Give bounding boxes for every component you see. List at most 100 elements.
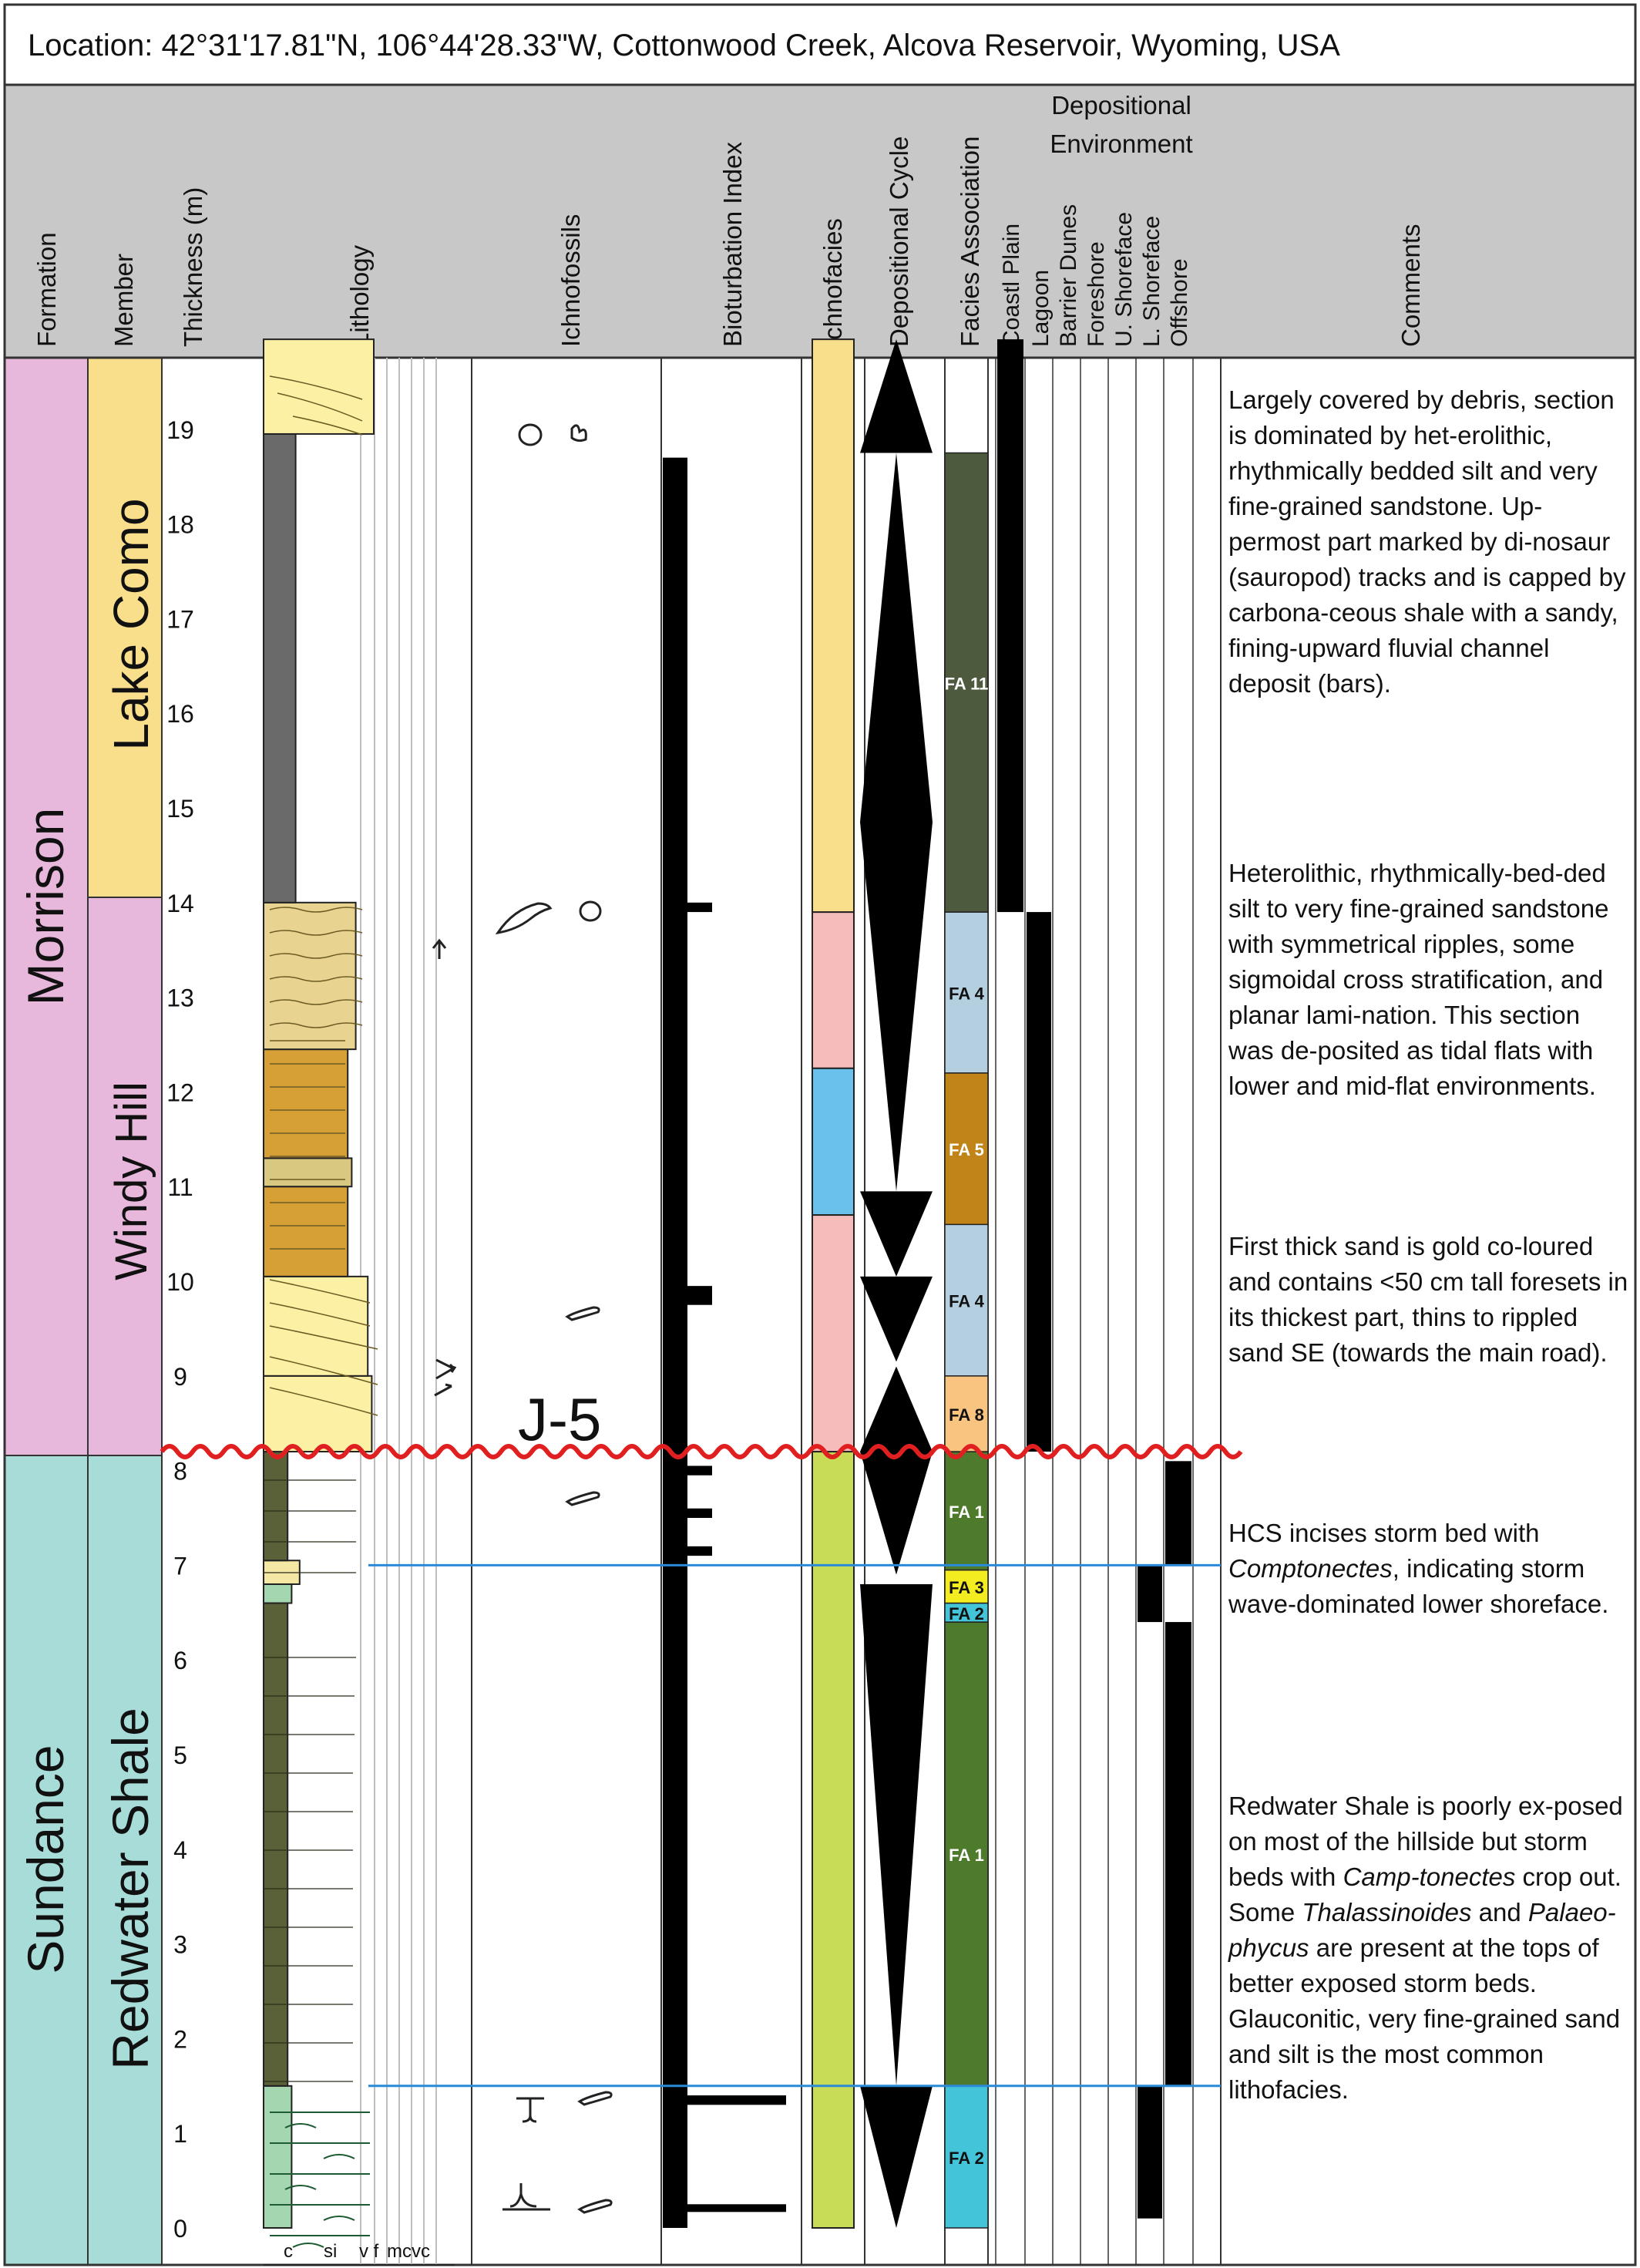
environment-bar [1027,912,1051,1452]
facies-label: FA 4 [949,1292,984,1311]
ichnofacies-segment [812,911,855,1069]
facies-segment [944,1451,989,1571]
grain-c: c [284,2241,293,2262]
burrow-icon [495,900,602,935]
location-bar: Location: 42°31'17.81"N, 106°44'28.33"W,… [3,3,1637,86]
lithology-bed [263,1186,349,1277]
bioturbation-bar [663,1286,712,1305]
cycle-triangle [860,2085,933,2228]
facies-segment [944,1621,989,2087]
lithology-bed [263,2085,293,2229]
ichnofacies-segment [812,1214,855,1453]
cycle-triangle [860,1583,933,2086]
grain-si: si [324,2241,337,2262]
depositional-cycle-column [860,339,933,2228]
environment-header: Offshore [1167,258,1192,347]
glauconitic-beds [270,2112,370,2248]
facies-segment [944,911,989,1074]
header-bioturbation: Bioturbation Index [718,141,747,347]
environment-header: Foreshore [1084,241,1109,347]
member-column: Lake Como Windy Hill Redwater Shale [87,357,163,2266]
grain-size-grid [360,358,437,2265]
lithology-bed [263,1602,289,2087]
lithology-bed [263,901,357,1051]
comment-text: Redwater Shale is poorly ex-posed on mos… [1228,1792,1623,2104]
facies-segment [944,1375,989,1452]
environment-bar [1165,1622,1191,2086]
environment-header: L. Shoreface [1139,216,1164,347]
header-environment-2: Environment [1050,130,1192,158]
ichnofacies-segment [812,1451,855,2229]
facies-label: FA 4 [949,984,984,1003]
thickness-tick-label: 10 [166,1268,194,1296]
cycle-triangle [860,1452,933,1575]
grain-mcvc: mcvc [387,2241,430,2262]
comment-text: First thick sand is gold co-loured and c… [1228,1232,1628,1367]
thickness-tick-label: 18 [166,511,194,539]
member-windy-hill-label: Windy Hill [106,1082,156,1280]
facies-segment [944,452,989,913]
header-formation: Formation [32,232,61,347]
bioturbation-column [663,457,786,2228]
depositional-environment-column [995,339,1194,2265]
facies-label: FA 2 [949,2149,984,2168]
thickness-tick-label: 4 [173,1836,187,1864]
thickness-tick-label: 5 [173,1741,187,1769]
ichnofacies-segment [812,1067,855,1216]
header-cycle: Depositional Cycle [885,136,913,347]
cycle-triangle [860,1276,933,1362]
lithology-bed [263,1048,349,1159]
lithology-bed-texture [269,375,378,1416]
contact-lines [368,1563,1221,2088]
grain-vf: v f [359,2241,379,2262]
thickness-tick-label: 16 [166,700,194,728]
lithology-bed [263,1451,289,1562]
header-member: Member [109,254,138,347]
header-lithology: Lithology [345,244,374,347]
cycle-triangle [860,453,933,1192]
formation-sundance-label: Sundance [17,1745,74,1974]
comment-windy-hill-upper: Heterolithic, rhythmically-bed-ded silt … [1228,856,1629,1104]
facies-label: FA 2 [949,1604,984,1624]
thickness-tick-label: 6 [173,1647,187,1674]
burrow-icon [565,1306,600,1321]
member-lake-como-label: Lake Como [103,498,159,750]
facies-label: FA 8 [949,1405,984,1425]
comment-text: HCS incises storm bed with Comptonectes,… [1228,1519,1609,1618]
facies-segment [944,1223,989,1377]
lithology-bed [263,1157,353,1188]
thickness-tick-label: 9 [173,1363,187,1391]
comment-lake-como: Largely covered by debris, section is do… [1228,382,1629,702]
environment-header: U. Shoreface [1111,212,1137,347]
thickness-tick-label: 0 [173,2215,187,2243]
comment-hcs: HCS incises storm bed with Comptonectes,… [1228,1516,1629,1622]
grain-size-scale: c si v f mcvc [264,2241,455,2266]
column-headers: Formation Member Thickness (m) Lithology… [3,83,1637,359]
thickness-tick-label: 11 [167,1173,193,1201]
thickness-tick-label: 13 [166,984,194,1012]
header-comments: Comments [1396,224,1425,347]
header-facies: Facies Association [956,136,984,347]
bioturbation-bar [663,1508,712,1518]
bioturbation-bar [663,2095,786,2105]
bioturbation-bar [663,902,712,913]
bioturbation-bar [663,1465,712,1476]
facies-label: FA 5 [949,1140,984,1159]
thickness-tick-label: 2 [173,2025,187,2053]
burrow-icon [518,423,587,446]
ichnofossil-symbols [432,423,613,2214]
bioturbation-bar [663,1546,712,1556]
formation-morrison [4,357,89,1456]
thickness-tick-label: 19 [166,416,194,444]
environment-bar [1138,2085,1162,2219]
cycle-triangle [860,1366,933,1452]
comment-text: Largely covered by debris, section is do… [1228,385,1626,698]
facies-label: FA 1 [949,1846,984,1865]
environment-bar [1138,1565,1162,1623]
environment-header: Lagoon [1028,270,1054,347]
cycle-triangle [860,339,933,453]
member-redwater-label: Redwater Shale [102,1708,159,2070]
